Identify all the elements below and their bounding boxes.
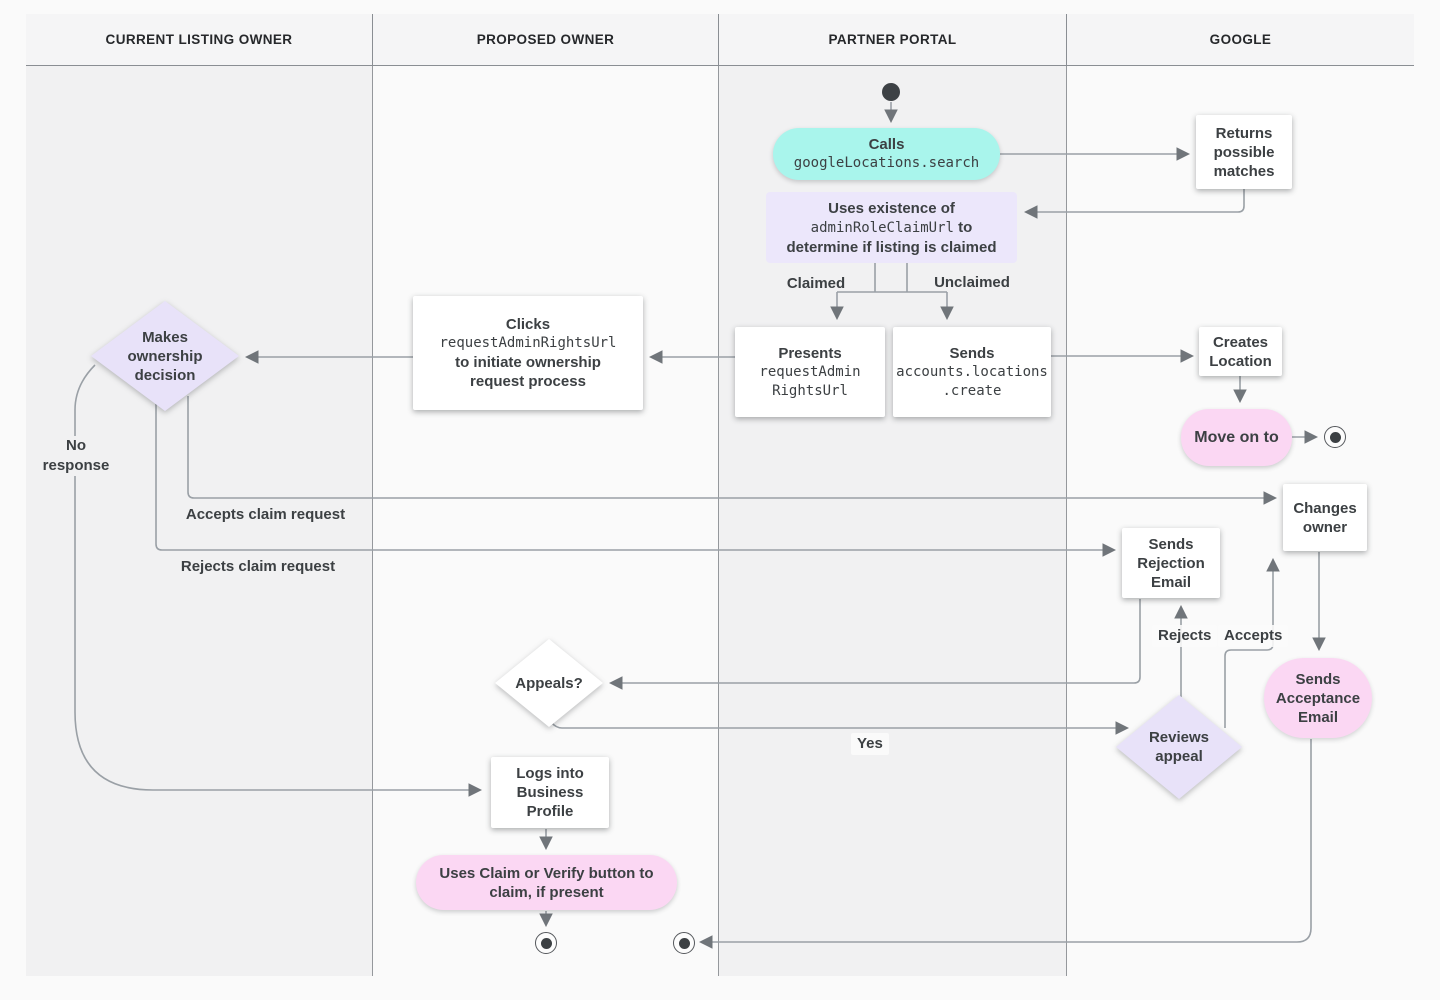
node-code: adminRoleClaimUrl <box>810 219 954 236</box>
node-text: Changes owner <box>1293 499 1357 536</box>
node-code: requestAdminRightsUrl <box>439 335 617 351</box>
node-makes-ownership-decision: Makes ownership decision <box>91 301 239 411</box>
lane-header-current-listing-owner: CURRENT LISTING OWNER <box>26 14 373 66</box>
node-title: Calls <box>868 136 905 153</box>
node-appeals: Appeals? <box>495 639 603 727</box>
node-calls-googlelocations-search: Calls googleLocations.search <box>773 128 1000 180</box>
node-text: Sends Acceptance Email <box>1275 670 1361 726</box>
edge-label-accepts: Accepts <box>1218 625 1289 647</box>
lane-header-label: CURRENT LISTING OWNER <box>105 32 293 47</box>
node-uses-existence: Uses existence of adminRoleClaimUrl to d… <box>766 192 1017 263</box>
node-move-on-to: Move on to <box>1181 409 1292 466</box>
appeals-diamond-shape: Appeals? <box>495 639 603 727</box>
edge-label-rejects: Rejects <box>1152 625 1218 647</box>
node-changes-owner: Changes owner <box>1283 484 1367 551</box>
lane-header-label: GOOGLE <box>1209 32 1272 47</box>
node-line: determine if listing is claimed <box>786 238 997 256</box>
node-text: to <box>958 218 973 236</box>
node-line: adminRoleClaimUrl to <box>811 218 973 238</box>
edge-label-yes: Yes <box>851 733 889 755</box>
edge-label-rejects-claim-request: Rejects claim request <box>180 558 336 575</box>
node-text: Logs into Business Profile <box>516 765 584 820</box>
node-logs-into-business-profile: Logs into Business Profile <box>491 757 609 828</box>
node-sends-accounts-locations-create: Sends accounts.locations .create <box>893 327 1051 417</box>
node-text: Returns possible matches <box>1213 124 1275 180</box>
node-text: Appeals? <box>515 674 583 692</box>
node-clicks-request-admin-rights-url: Clicks requestAdminRightsUrl to initiate… <box>413 296 643 410</box>
lane-header-google: GOOGLE <box>1067 14 1414 66</box>
lane-header-label: PROPOSED OWNER <box>476 32 615 47</box>
node-code: RightsUrl <box>772 382 848 399</box>
node-text: Makes ownership decision <box>127 328 203 384</box>
node-line: request process <box>470 373 586 390</box>
node-code: requestAdmin <box>759 363 861 380</box>
node-text: Uses Claim or Verify button to claim, if… <box>439 864 654 901</box>
edge-label-no-response: No response <box>41 436 111 476</box>
lane-header-partner-portal: PARTNER PORTAL <box>719 14 1067 66</box>
lane-proposed-owner <box>373 66 719 976</box>
end-node-claim <box>535 932 557 954</box>
reviews-diamond-shape: Reviews appeal <box>1116 695 1242 799</box>
node-title: Sends <box>949 344 995 362</box>
end-node-inner-dot <box>678 937 690 949</box>
start-node <box>882 83 900 101</box>
node-line: Uses existence of <box>828 199 955 217</box>
lane-header-proposed-owner: PROPOSED OWNER <box>373 14 719 66</box>
edge-label-unclaimed: Unclaimed <box>934 274 1010 291</box>
node-reviews-appeal: Reviews appeal <box>1116 695 1242 799</box>
edge-label-claimed: Claimed <box>786 275 846 292</box>
node-presents-request-admin-rights-url: Presents requestAdmin RightsUrl <box>735 327 885 417</box>
node-code: .create <box>942 382 1002 399</box>
node-text: Sends Rejection Email <box>1137 535 1205 591</box>
node-creates-location: Creates Location <box>1199 327 1282 376</box>
node-sends-acceptance-email: Sends Acceptance Email <box>1264 658 1372 738</box>
node-text: Move on to <box>1194 429 1279 446</box>
node-uses-claim-or-verify: Uses Claim or Verify button to claim, if… <box>416 855 677 910</box>
edge-label-accepts-claim-request: Accepts claim request <box>185 506 346 523</box>
node-returns-possible-matches: Returns possible matches <box>1196 115 1292 189</box>
end-node-inner-dot <box>540 937 552 949</box>
node-title: Presents <box>778 344 842 362</box>
lane-header-label: PARTNER PORTAL <box>828 32 957 47</box>
end-node-create <box>1324 426 1346 448</box>
node-text: Reviews appeal <box>1148 729 1210 765</box>
node-code: accounts.locations <box>896 363 1048 380</box>
node-line: to initiate ownership <box>455 354 601 371</box>
node-code: googleLocations.search <box>793 155 980 171</box>
node-sends-rejection-email: Sends Rejection Email <box>1122 528 1220 598</box>
end-node-transfer <box>673 932 695 954</box>
node-text: Creates Location <box>1209 333 1272 370</box>
node-title: Clicks <box>505 316 551 333</box>
end-node-inner-dot <box>1329 431 1341 443</box>
decision-diamond-shape: Makes ownership decision <box>91 301 239 411</box>
